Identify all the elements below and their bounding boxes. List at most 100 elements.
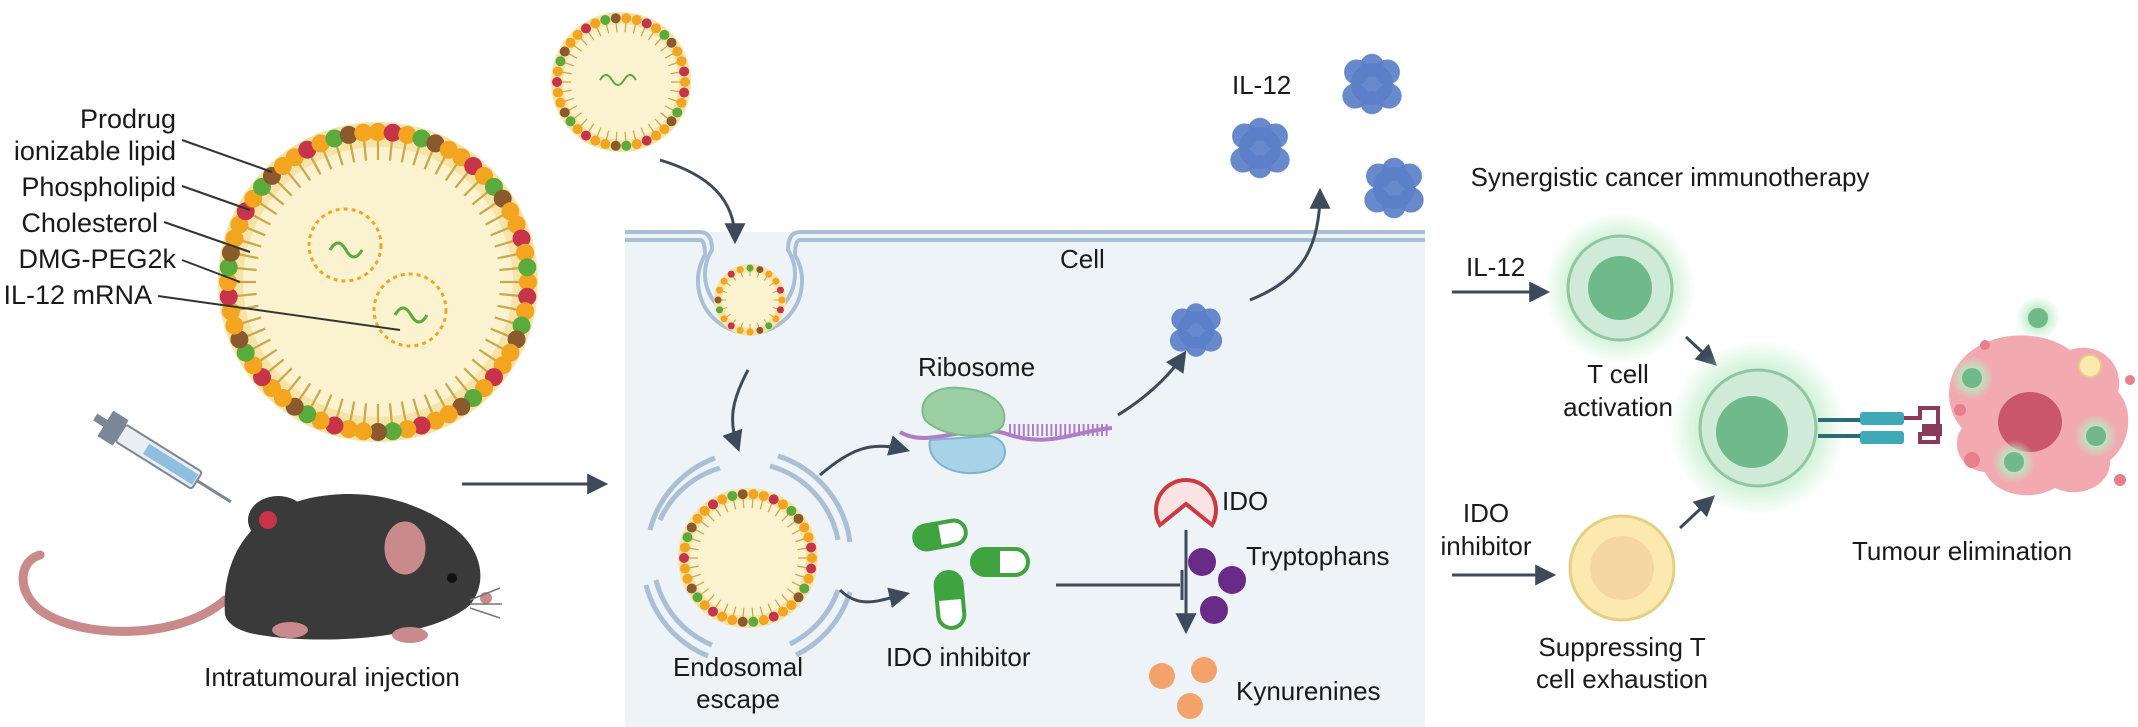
il12-protein-icon xyxy=(1364,157,1424,219)
arrow-lnp-to-pit xyxy=(659,158,746,245)
ribosome: Ribosome xyxy=(898,352,1113,475)
mouse-ear xyxy=(377,514,433,582)
lipid-head xyxy=(756,266,764,274)
lipid-head xyxy=(716,306,724,314)
tryptophan-molecule xyxy=(1218,566,1246,594)
lipid-head xyxy=(412,416,431,435)
lipid-head xyxy=(383,123,402,142)
lipid-head xyxy=(516,302,535,321)
lipid-head xyxy=(559,107,570,118)
label-phospholipid: Phospholipid xyxy=(21,172,176,202)
lipid-head xyxy=(398,125,417,144)
lipid-head xyxy=(679,553,689,563)
mrna-strand xyxy=(393,306,429,324)
lipid-head xyxy=(651,23,662,34)
tumour-fragment xyxy=(2125,375,2135,385)
lipid-head xyxy=(720,277,728,285)
leader-line xyxy=(157,295,401,331)
lipid-head xyxy=(778,296,786,304)
lipid-head xyxy=(756,326,764,334)
ribosome-small-subunit xyxy=(928,434,1006,475)
lipid-head xyxy=(512,229,531,248)
lipid-head xyxy=(679,66,690,77)
lipid-head xyxy=(651,130,662,141)
il12-subunit xyxy=(1360,53,1384,77)
endosome-membrane xyxy=(647,455,716,531)
lipid-head xyxy=(765,322,773,330)
suppressed-tcell-nucleus xyxy=(1590,536,1654,600)
lipid-head xyxy=(736,326,744,334)
tryptophans-label: Tryptophans xyxy=(1246,541,1390,571)
tcell-label-line2: activation xyxy=(1563,392,1673,422)
lipid-head xyxy=(219,287,238,306)
lnp-inner-micelle xyxy=(372,272,448,348)
immunotherapy-panel: Synergistic cancer immunotherapy IL-12 T… xyxy=(1440,162,2135,694)
lipid-head xyxy=(398,420,417,439)
kynurenine-molecule xyxy=(1191,657,1217,683)
ribosome-label: Ribosome xyxy=(918,352,1035,382)
lipid-head xyxy=(383,422,402,441)
lipid-head xyxy=(746,328,754,336)
tcell-label-line1: T cell xyxy=(1587,359,1649,389)
lipid-head xyxy=(803,573,814,584)
capsule-icon xyxy=(933,570,967,630)
small-tcell xyxy=(2086,426,2106,446)
lipid-head xyxy=(325,129,344,148)
lipid-head xyxy=(219,273,237,291)
lipid-head xyxy=(727,615,738,626)
lipid-head xyxy=(714,296,722,304)
lipid-head xyxy=(679,542,690,553)
lipid-head xyxy=(807,553,817,563)
il12-subunit xyxy=(1248,155,1272,179)
tumour-fragment xyxy=(1980,340,1990,350)
label-ionizable-lipid: ionizable lipid xyxy=(14,136,176,166)
lipid-head xyxy=(600,14,611,25)
lipid-head xyxy=(692,513,703,524)
mouse-tumour-bump xyxy=(248,496,308,544)
lipid-head xyxy=(590,135,601,146)
lipid-head xyxy=(565,37,576,48)
lipid-head xyxy=(659,29,670,40)
il12-subunit xyxy=(1382,195,1406,219)
ribosome-large-subunit xyxy=(921,386,1006,437)
arrow-suppress-to-effector xyxy=(1678,495,1716,530)
lipid-head xyxy=(572,124,583,135)
lipid-head xyxy=(736,266,744,274)
lipid-head xyxy=(659,124,670,135)
lipid-head xyxy=(518,287,537,306)
lipid-head xyxy=(786,600,797,611)
lipid-head xyxy=(225,316,244,335)
ido-enzyme-icon xyxy=(1154,478,1218,529)
lipid-head xyxy=(641,135,652,146)
mouse-foot xyxy=(272,622,308,638)
lipid-head xyxy=(621,13,632,24)
lipid-head xyxy=(666,116,677,127)
lipid-head xyxy=(354,422,373,441)
lnp-lipid-layer xyxy=(219,123,537,441)
lipid-head xyxy=(692,592,703,603)
lipid-head xyxy=(768,611,779,622)
lipid-head xyxy=(339,125,358,144)
endosome-membrane xyxy=(653,579,713,648)
lipid-head xyxy=(555,97,566,108)
lipid-head xyxy=(580,130,591,141)
lnp-core xyxy=(563,24,679,140)
lipid-head xyxy=(778,499,789,510)
lipid-head xyxy=(682,532,693,543)
lipid-head xyxy=(631,139,642,150)
lipid-head xyxy=(682,573,693,584)
mrna-strand xyxy=(328,241,364,259)
lipid-head xyxy=(518,258,537,277)
tumour-fragment xyxy=(1954,404,1966,416)
il12-subunit xyxy=(1185,336,1207,357)
arrow-il12-secretion xyxy=(1249,187,1331,302)
flow-arrows xyxy=(462,158,1718,635)
lipid-head xyxy=(737,616,748,627)
lipid-head xyxy=(621,140,632,151)
kynurenines-label: Kynurenines xyxy=(1236,676,1381,706)
label-prodrug: Prodrug xyxy=(80,104,176,134)
syringe-icon xyxy=(93,410,232,504)
ido-inhibitor-capsules: IDO inhibitor xyxy=(886,518,1031,672)
endosomal-label-line2: escape xyxy=(696,684,780,714)
label-dmg-peg2k: DMG-PEG2k xyxy=(18,244,176,274)
